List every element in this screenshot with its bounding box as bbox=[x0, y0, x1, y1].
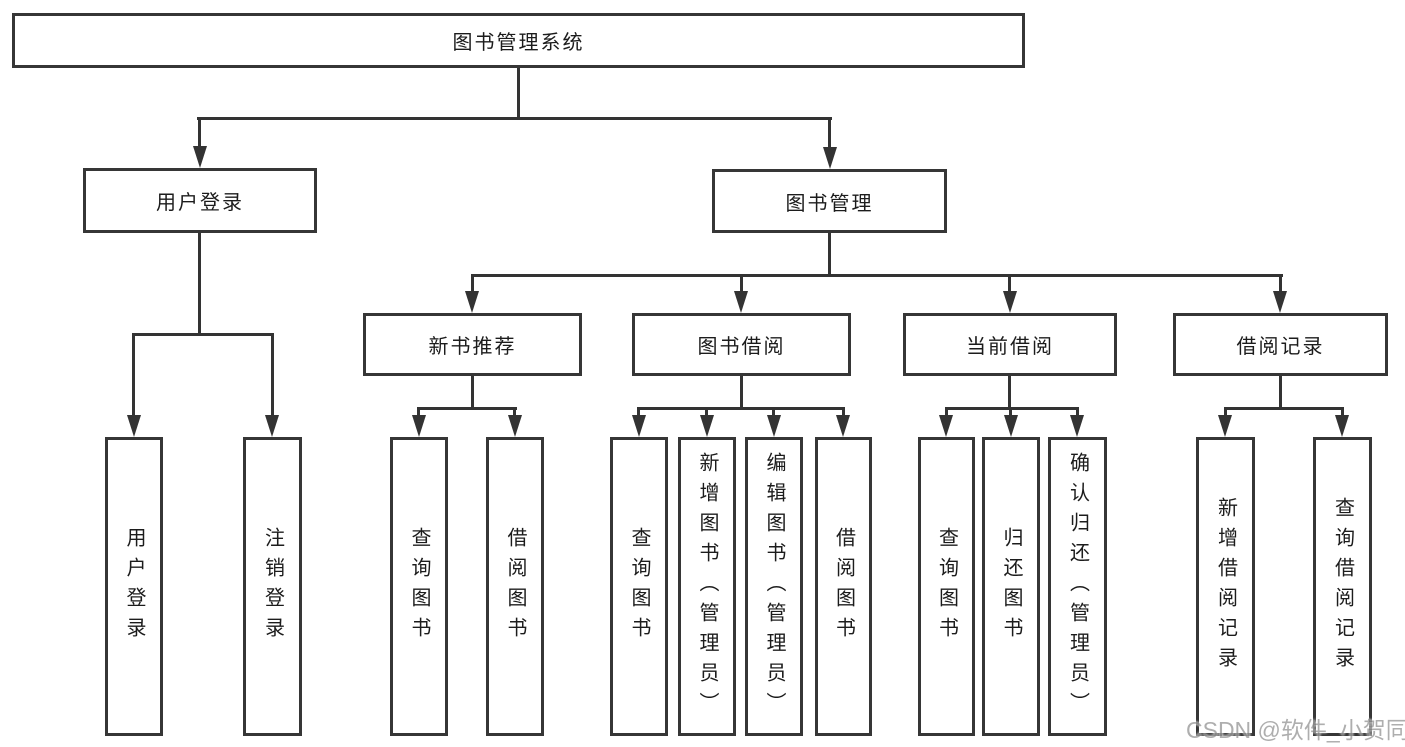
node-leaf-logout: 注销登录 bbox=[243, 437, 302, 736]
arrowhead-down-icon bbox=[1218, 415, 1232, 437]
arrowhead-down-icon bbox=[823, 147, 837, 169]
arrowhead-down-icon bbox=[1335, 415, 1349, 437]
connector-trunk bbox=[471, 376, 474, 409]
connector-stem bbox=[1076, 407, 1079, 419]
connector-stem bbox=[1341, 407, 1344, 419]
arrowhead-down-icon bbox=[836, 415, 850, 437]
connector-book-mgmt-horizontal bbox=[471, 274, 1283, 277]
arrowhead-down-icon bbox=[1004, 415, 1018, 437]
connector-stem bbox=[198, 117, 201, 149]
connector-stem bbox=[705, 407, 708, 419]
arrowhead-down-icon bbox=[1003, 291, 1017, 313]
connector-trunk bbox=[1008, 376, 1011, 409]
arrowhead-down-icon bbox=[412, 415, 426, 437]
connector-stem bbox=[1009, 407, 1012, 419]
csdn-watermark: CSDN @软件_小贺同学 bbox=[1186, 717, 1405, 743]
connector-stem bbox=[828, 117, 831, 150]
leaf-label: 新增图书（管理员） bbox=[696, 451, 718, 722]
arrowhead-down-icon bbox=[127, 415, 141, 437]
arrowhead-down-icon bbox=[465, 291, 479, 313]
leaf-label: 新增借阅记录 bbox=[1214, 496, 1237, 677]
connector-stem bbox=[740, 274, 743, 293]
connector-horizontal bbox=[945, 407, 1079, 410]
node-user-login: 用户登录 bbox=[83, 168, 317, 233]
node-new-book-recommend: 新书推荐 bbox=[363, 313, 582, 376]
leaf-label: 查询借阅记录 bbox=[1331, 496, 1354, 677]
connector-stem bbox=[945, 407, 948, 419]
leaf-label: 注销登录 bbox=[261, 526, 284, 647]
leaf-label: 确认归还（管理员） bbox=[1066, 451, 1089, 722]
node-leaf-borrow-books-2: 借阅图书 bbox=[815, 437, 872, 736]
arrowhead-down-icon bbox=[767, 415, 781, 437]
arrowhead-down-icon bbox=[508, 415, 522, 437]
node-book-management: 图书管理 bbox=[712, 169, 947, 233]
arrowhead-down-icon bbox=[939, 415, 953, 437]
node-leaf-query-books-3: 查询图书 bbox=[918, 437, 975, 736]
connector-stem bbox=[1008, 274, 1011, 293]
connector-root-trunk bbox=[517, 68, 520, 118]
connector-stem bbox=[772, 407, 775, 419]
connector-stem bbox=[132, 333, 135, 417]
leaf-label: 查询图书 bbox=[628, 526, 650, 647]
node-leaf-query-books-2: 查询图书 bbox=[610, 437, 668, 736]
connector-stem bbox=[1279, 274, 1282, 293]
connector-top-horizontal bbox=[197, 117, 832, 120]
node-leaf-return-books: 归还图书 bbox=[982, 437, 1040, 736]
leaf-label: 查询图书 bbox=[408, 526, 430, 647]
leaf-label: 借阅图书 bbox=[504, 526, 526, 647]
connector-stem bbox=[513, 407, 516, 419]
node-current-borrowing: 当前借阅 bbox=[903, 313, 1117, 376]
connector-stem bbox=[271, 333, 274, 417]
connector-trunk bbox=[1279, 376, 1282, 409]
connector-book-mgmt-trunk bbox=[828, 233, 831, 276]
node-leaf-query-borrow-record: 查询借阅记录 bbox=[1313, 437, 1372, 736]
arrowhead-down-icon bbox=[632, 415, 646, 437]
connector-stem bbox=[842, 407, 845, 419]
connector-user-login-trunk bbox=[198, 233, 201, 335]
arrowhead-down-icon bbox=[193, 146, 207, 168]
arrowhead-down-icon bbox=[1273, 291, 1287, 313]
node-leaf-edit-books-admin: 编辑图书（管理员） bbox=[745, 437, 803, 736]
node-leaf-borrow-books-1: 借阅图书 bbox=[486, 437, 544, 736]
leaf-label: 查询图书 bbox=[935, 526, 958, 647]
node-leaf-query-books-1: 查询图书 bbox=[390, 437, 448, 736]
connector-stem bbox=[417, 407, 420, 419]
node-book-borrowing: 图书借阅 bbox=[632, 313, 851, 376]
node-leaf-add-books-admin: 新增图书（管理员） bbox=[678, 437, 736, 736]
connector-stem bbox=[1224, 407, 1227, 419]
node-borrowing-records: 借阅记录 bbox=[1173, 313, 1388, 376]
arrowhead-down-icon bbox=[265, 415, 279, 437]
arrowhead-down-icon bbox=[700, 415, 714, 437]
connector-horizontal bbox=[637, 407, 845, 410]
connector-user-login-horizontal bbox=[132, 333, 274, 336]
connector-horizontal bbox=[1224, 407, 1344, 410]
leaf-label: 编辑图书（管理员） bbox=[763, 451, 785, 722]
connector-stem bbox=[471, 274, 474, 293]
node-library-management-system: 图书管理系统 bbox=[12, 13, 1025, 68]
connector-horizontal bbox=[417, 407, 517, 410]
node-leaf-confirm-return-admin: 确认归还（管理员） bbox=[1048, 437, 1107, 736]
leaf-label: 归还图书 bbox=[1000, 526, 1022, 647]
arrowhead-down-icon bbox=[734, 291, 748, 313]
node-leaf-user-login: 用户登录 bbox=[105, 437, 163, 736]
connector-trunk bbox=[740, 376, 743, 409]
leaf-label: 借阅图书 bbox=[832, 526, 855, 647]
leaf-label: 用户登录 bbox=[123, 526, 145, 647]
node-leaf-add-borrow-record: 新增借阅记录 bbox=[1196, 437, 1255, 736]
connector-stem bbox=[637, 407, 640, 419]
arrowhead-down-icon bbox=[1070, 415, 1084, 437]
